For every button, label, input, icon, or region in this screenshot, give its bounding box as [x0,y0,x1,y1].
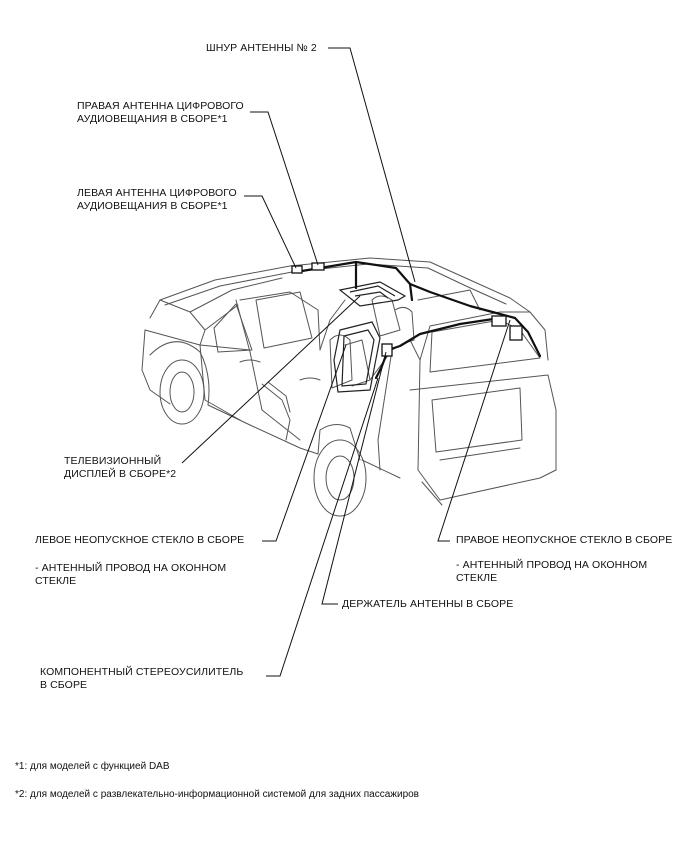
footnote-dab: *1: для моделей с функцией DAB [15,761,170,772]
label-stereo-amplifier: КОМПОНЕНТНЫЙ СТЕРЕОУСИЛИТЕЛЬ В СБОРЕ [40,666,244,691]
label-antenna-cord-no2: ШНУР АНТЕННЫ № 2 [206,42,317,54]
label-left-glass-wire: - АНТЕННЫЙ ПРОВОД НА ОКОННОМ СТЕКЛЕ [35,562,227,587]
tv-display-part [338,281,407,307]
label-right-dab-antenna: ПРАВАЯ АНТЕННА ЦИФРОВОГО АУДИОВЕЩАНИЯ В … [77,100,244,125]
leader-lines [181,47,511,677]
label-antenna-holder: ДЕРЖАТЕЛЬ АНТЕННЫ В СБОРЕ [342,598,514,610]
label-right-glass-wire: - АНТЕННЫЙ ПРОВОД НА ОКОННОМ СТЕКЛЕ [456,559,648,584]
footnote-rear-entertainment: *2: для моделей с развлекательно-информа… [15,789,419,800]
label-left-dab-antenna: ЛЕВАЯ АНТЕННА ЦИФРОВОГО АУДИОВЕЩАНИЯ В С… [77,187,237,212]
label-left-quarter-glass: ЛЕВОЕ НЕОПУСКНОЕ СТЕКЛО В СБОРЕ [35,534,245,546]
left-quarter-glass-part [333,321,381,393]
vehicle-outline [141,257,557,517]
antenna-components [291,262,523,357]
label-right-quarter-glass: ПРАВОЕ НЕОПУСКНОЕ СТЕКЛО В СБОРЕ [456,534,673,546]
label-tv-display: ТЕЛЕВИЗИОННЫЙ ДИСПЛЕЙ В СБОРЕ*2 [64,455,177,480]
